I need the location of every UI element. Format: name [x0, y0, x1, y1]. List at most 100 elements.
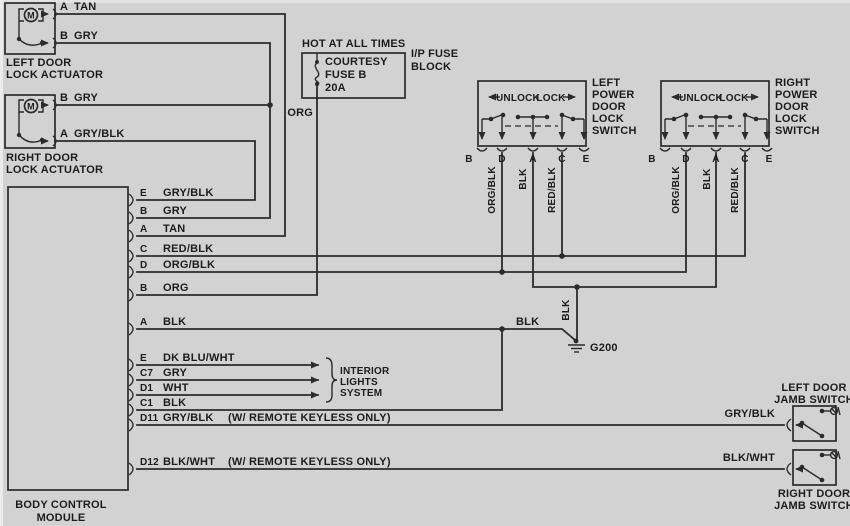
wire-color-label: DK BLU/WHT: [163, 352, 235, 364]
right-power-door-lock-switch: UNLOCK LOCK B D A C E RIGHT POWER DOOR L…: [648, 77, 819, 214]
terminal-arc: [128, 265, 134, 279]
junction-dot: [499, 326, 505, 332]
wire-gry-left: [54, 42, 271, 219]
wire-color-label: GRY/BLK: [163, 412, 214, 424]
terminal-arc: [659, 147, 671, 152]
lever-dot: [559, 112, 565, 118]
wire-color-label-vertical: RED/BLK: [547, 167, 558, 213]
pin-label: B: [140, 206, 147, 217]
fuse-name: FUSE B: [325, 69, 367, 81]
wire-blk-row: [136, 328, 577, 342]
motor-symbol: [23, 98, 39, 114]
lever-dot: [570, 116, 576, 122]
switch-box: [660, 80, 770, 147]
wire-color-label-vertical: RED/BLK: [730, 167, 741, 213]
terminal-label: D: [682, 154, 689, 165]
pin-label: D: [140, 260, 147, 271]
terminal-arc: [128, 388, 134, 402]
terminal-arc: [128, 418, 134, 432]
pin-label: A: [140, 317, 147, 328]
ip-fuse-block: HOT AT ALL TIMES COURTESY FUSE B 20A I/P…: [287, 38, 458, 119]
right-door-lock-actuator: M B GRY A GRY/BLK RIGHT DOOR LOCK ACTUAT…: [4, 92, 124, 176]
wire-gry-blk: [54, 140, 256, 201]
wire-color-label: BLK/WHT: [163, 456, 215, 468]
fuse-end-dot: [315, 82, 319, 86]
component-label: JAMB SWITCH: [774, 500, 850, 512]
terminal-label: A: [529, 154, 536, 165]
terminal-arc: [128, 462, 134, 476]
pin-label: C1: [140, 398, 153, 409]
case-ground-screw-icon: [830, 407, 838, 415]
component-label: LEFT DOOR: [6, 57, 71, 69]
wire-color-label-vertical: BLK: [518, 168, 529, 190]
actuator-arc: [18, 134, 43, 143]
terminal-arc: [128, 403, 134, 417]
terminal-arc: [786, 418, 792, 432]
motor-label: M: [27, 102, 35, 112]
terminal-label: A: [712, 154, 719, 165]
wire-color-label: GRY/BLK: [163, 187, 214, 199]
terminal-label: E: [583, 154, 590, 165]
lever-dot: [683, 112, 689, 118]
scan-edge-top: [0, 0, 850, 3]
component-label: LOCK: [775, 113, 807, 125]
component-label: POWER: [592, 89, 635, 101]
pin-label: B: [140, 283, 147, 294]
lock-label: LOCK: [719, 93, 749, 104]
wire-color-label: GRY: [74, 30, 98, 42]
terminal-arc: [128, 322, 134, 336]
pin-label: A: [60, 128, 68, 140]
terminal-arc: [52, 99, 57, 111]
wire-color-label: GRY: [163, 205, 187, 217]
motor-bracket-left: [18, 8, 24, 22]
component-label: LOCK: [592, 113, 624, 125]
unlock-label: UNLOCK: [496, 93, 541, 104]
actuator-box: [4, 94, 56, 149]
component-label: RIGHT DOOR: [778, 488, 850, 500]
component-label: SWITCH: [775, 125, 820, 137]
lever-dot: [753, 116, 759, 122]
jamb-box: [792, 405, 837, 442]
wire-color-label: GRY: [163, 367, 187, 379]
case-ground-screw-icon: [829, 406, 839, 416]
bus-dot: [544, 114, 550, 120]
motor-label: M: [27, 11, 35, 21]
pin-label: D11: [140, 413, 159, 424]
brace: [325, 357, 338, 403]
right-door-jamb-switch: BLK/WHT RIGHT DOOR JAMB SWITCH: [723, 449, 850, 512]
hot-at-all-times-label: HOT AT ALL TIMES: [302, 38, 405, 50]
terminal-arc: [128, 249, 134, 263]
wire-c1-blk: [136, 328, 503, 411]
ground-g200: BLK BLK G200: [516, 299, 618, 354]
terminal-arc: [786, 462, 792, 476]
wire-org: [136, 84, 318, 296]
terminal-arc: [52, 135, 57, 147]
pin-label: B: [60, 30, 68, 42]
case-ground-screw-icon: [829, 450, 839, 460]
terminal-arc: [710, 147, 722, 152]
terminal-label: D: [498, 154, 505, 165]
left-door-lock-actuator: M A TAN B GRY LEFT DOOR LOCK ACTUATOR: [4, 1, 103, 81]
component-label: LEFT DOOR: [781, 382, 846, 394]
case-ground-screw-icon: [837, 450, 841, 460]
wire-color-label: TAN: [163, 223, 185, 235]
terminal-arc: [680, 147, 692, 152]
terminal-arc: [496, 147, 508, 152]
scan-edge-left: [0, 0, 3, 526]
wire-red-blk-row: [136, 152, 746, 257]
wire-color-label: GRY: [74, 92, 98, 104]
lever-dot: [742, 112, 748, 118]
terminal-arc: [52, 37, 57, 49]
fuse-name: COURTESY: [325, 56, 388, 68]
terminal-arc: [739, 147, 751, 152]
junction-dot: [574, 284, 580, 290]
system-label: INTERIOR: [340, 366, 390, 377]
component-label: DOOR: [592, 101, 626, 113]
bus-dot: [698, 114, 704, 120]
terminal-arc: [761, 147, 773, 152]
actuator-box: [4, 2, 56, 55]
wire-color-label: TAN: [74, 1, 96, 13]
component-label: DOOR: [775, 101, 809, 113]
